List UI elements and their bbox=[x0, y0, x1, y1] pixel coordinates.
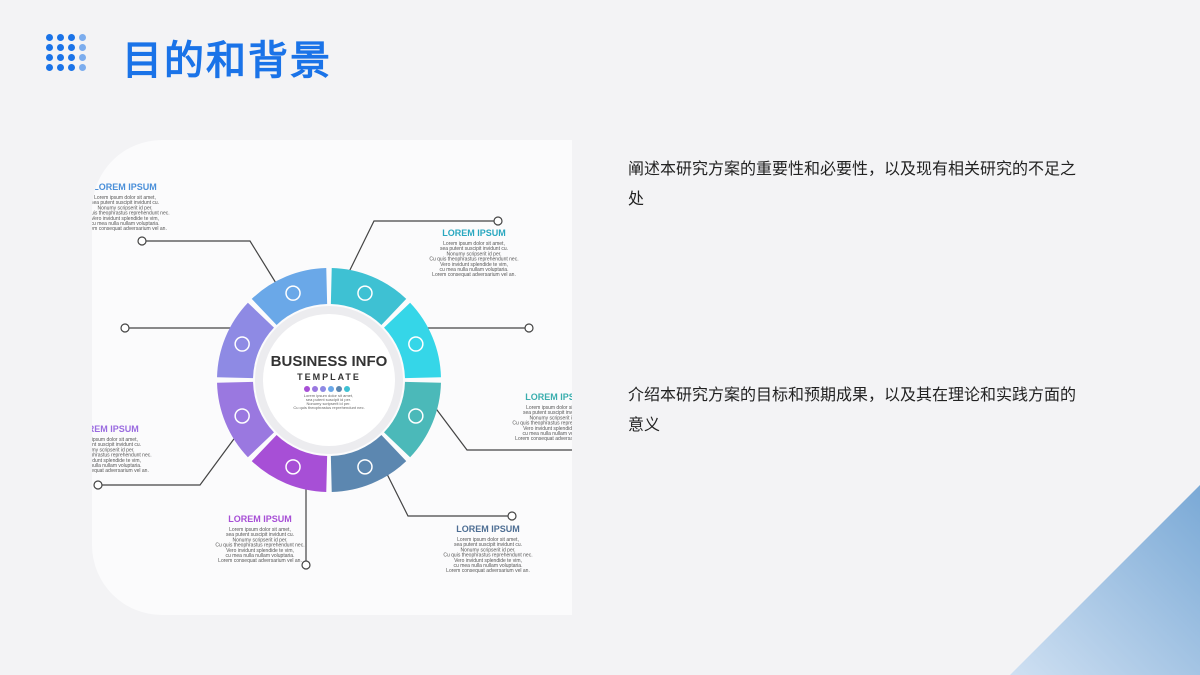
block-label: LOREM IPSUM bbox=[93, 182, 157, 192]
bulb-icon bbox=[357, 285, 373, 301]
ring-segment bbox=[330, 435, 407, 492]
ring-segment bbox=[251, 268, 328, 325]
paragraph-importance: 阐述本研究方案的重要性和必要性，以及现有相关研究的不足之处 bbox=[628, 159, 1077, 208]
logo-dots bbox=[46, 34, 87, 71]
chart-icon bbox=[234, 336, 250, 352]
block-label: LOREM IPSUM bbox=[456, 524, 520, 534]
globe-icon bbox=[408, 336, 424, 352]
corner-decoration bbox=[1010, 485, 1200, 675]
search-icon bbox=[285, 459, 301, 475]
block-label: LOREM IPSUM bbox=[92, 424, 139, 434]
gears-icon bbox=[357, 459, 373, 475]
center-body-line: Cu quis theophrastus reprehendunt nec. bbox=[293, 405, 364, 410]
page-title: 目的和背景 bbox=[122, 38, 332, 84]
block-label: LOREM IPSUM bbox=[442, 228, 506, 238]
ring-segment bbox=[217, 302, 274, 379]
block-body: Lorem ipsum dolor sit amet,sea putent su… bbox=[92, 195, 170, 232]
center-body-line: Nonumy scripserit id per. bbox=[306, 401, 350, 406]
block-label: LOREM IPSUM bbox=[525, 392, 572, 402]
handshake-icon bbox=[408, 408, 424, 424]
infographic-card: BUSINESS INFO TEMPLATE Lorem ipsum dolor… bbox=[92, 140, 572, 615]
ring-segment bbox=[384, 381, 441, 458]
center-subtitle: TEMPLATE bbox=[297, 372, 361, 382]
ring-segment bbox=[217, 381, 274, 458]
block-body: Lorem ipsum dolor sit amet,sea putent su… bbox=[512, 405, 572, 442]
target-icon bbox=[234, 408, 250, 424]
block-body: Lorem ipsum dolor sit amet,sea putent su… bbox=[429, 241, 518, 278]
block-body: Lorem ipsum dolor sit amet,sea putent su… bbox=[215, 527, 304, 564]
ring-segment bbox=[330, 268, 407, 325]
block-label: LOREM IPSUM bbox=[228, 514, 292, 524]
color-dots bbox=[304, 386, 350, 392]
ring-segment bbox=[251, 435, 328, 492]
people-icon bbox=[285, 285, 301, 301]
center-title: BUSINESS INFO bbox=[271, 353, 388, 370]
paragraph-goals: 介绍本研究方案的目标和预期成果，以及其在理论和实践方面的意义 bbox=[628, 385, 1077, 434]
infographic: BUSINESS INFO TEMPLATE Lorem ipsum dolor… bbox=[92, 182, 572, 574]
block-body: Lorem ipsum dolor sit amet,sea putent su… bbox=[92, 437, 152, 474]
center-body-line: Lorem ipsum dolor sit amet, bbox=[304, 393, 353, 398]
ring-segment bbox=[384, 302, 441, 379]
block-body: Lorem ipsum dolor sit amet,sea putent su… bbox=[443, 537, 532, 574]
svg-text:Lorem ipsum dolor sit amet,: Lorem ipsum dolor sit amet, sea putent s… bbox=[293, 393, 364, 410]
center-body-line: sea putent suscipit id per. bbox=[306, 397, 351, 402]
